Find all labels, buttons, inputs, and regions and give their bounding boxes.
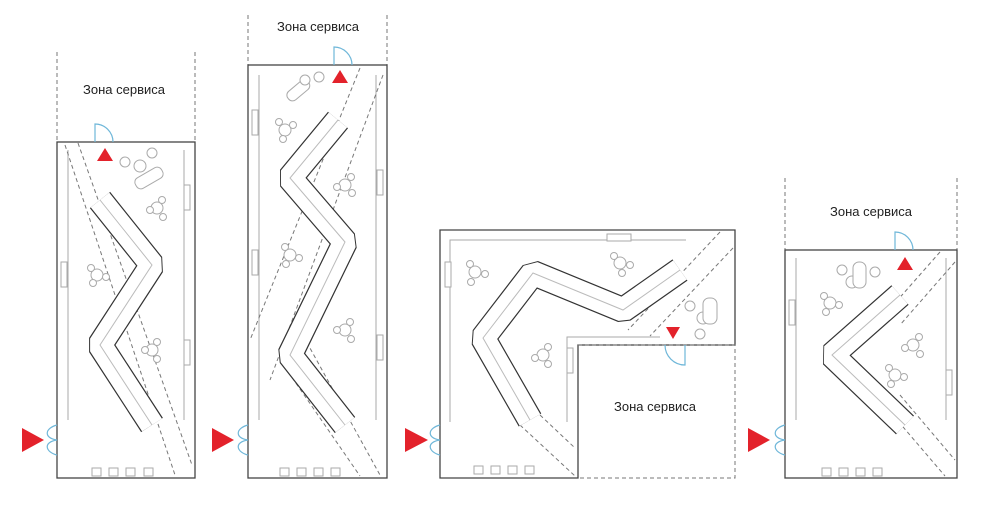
service-door: [333, 46, 353, 66]
lounge-furniture: [836, 261, 881, 289]
entrance-arrow-icon: [897, 257, 913, 270]
lounge-furniture: [286, 71, 325, 102]
entrance-door: [237, 424, 249, 456]
table-with-chairs: [281, 243, 303, 268]
service-zone-label: Зона сервиса: [83, 82, 166, 97]
service-zone-label: Зона сервиса: [277, 19, 360, 34]
table-with-chairs: [333, 318, 355, 343]
table-with-chairs: [141, 338, 161, 363]
table-with-chairs: [820, 292, 843, 316]
table-with-chairs: [87, 264, 110, 287]
table-with-chairs: [466, 260, 489, 286]
room-walls: [56, 141, 196, 479]
table-with-chairs: [146, 196, 167, 221]
entrance-arrow-icon: [748, 428, 770, 452]
lounge-furniture: [684, 297, 718, 340]
table-with-chairs: [901, 333, 924, 358]
entrance-door: [46, 424, 58, 456]
service-zone-label: Зона сервиса: [830, 204, 913, 219]
table-with-chairs: [333, 173, 356, 197]
service-door: [94, 123, 114, 143]
floor-plan-3: Зона сервиса: [405, 229, 736, 479]
service-zone-label: Зона сервиса: [614, 399, 697, 414]
floor-plan-4: Зона сервиса: [748, 178, 958, 479]
table-with-chairs: [531, 343, 552, 368]
entrance-arrow-icon: [22, 428, 44, 452]
service-door: [664, 344, 686, 366]
lounge-furniture: [119, 147, 164, 190]
entrance-arrow-icon: [332, 70, 348, 83]
floor-plan-2: Зона сервиса: [212, 15, 388, 479]
table-with-chairs: [885, 364, 908, 388]
room-walls: [247, 64, 388, 479]
entrance-arrow-icon: [405, 428, 428, 452]
entrance-arrow-icon: [666, 327, 680, 339]
room-walls: [784, 249, 958, 479]
entrance-arrow-icon: [97, 148, 113, 161]
entrance-door: [429, 424, 441, 456]
entrance-door: [774, 424, 786, 456]
floor-plan-1: Зона сервиса: [22, 52, 196, 479]
service-door: [894, 231, 914, 251]
entrance-arrow-icon: [212, 428, 234, 452]
table-with-chairs: [275, 118, 297, 143]
table-with-chairs: [610, 252, 634, 277]
